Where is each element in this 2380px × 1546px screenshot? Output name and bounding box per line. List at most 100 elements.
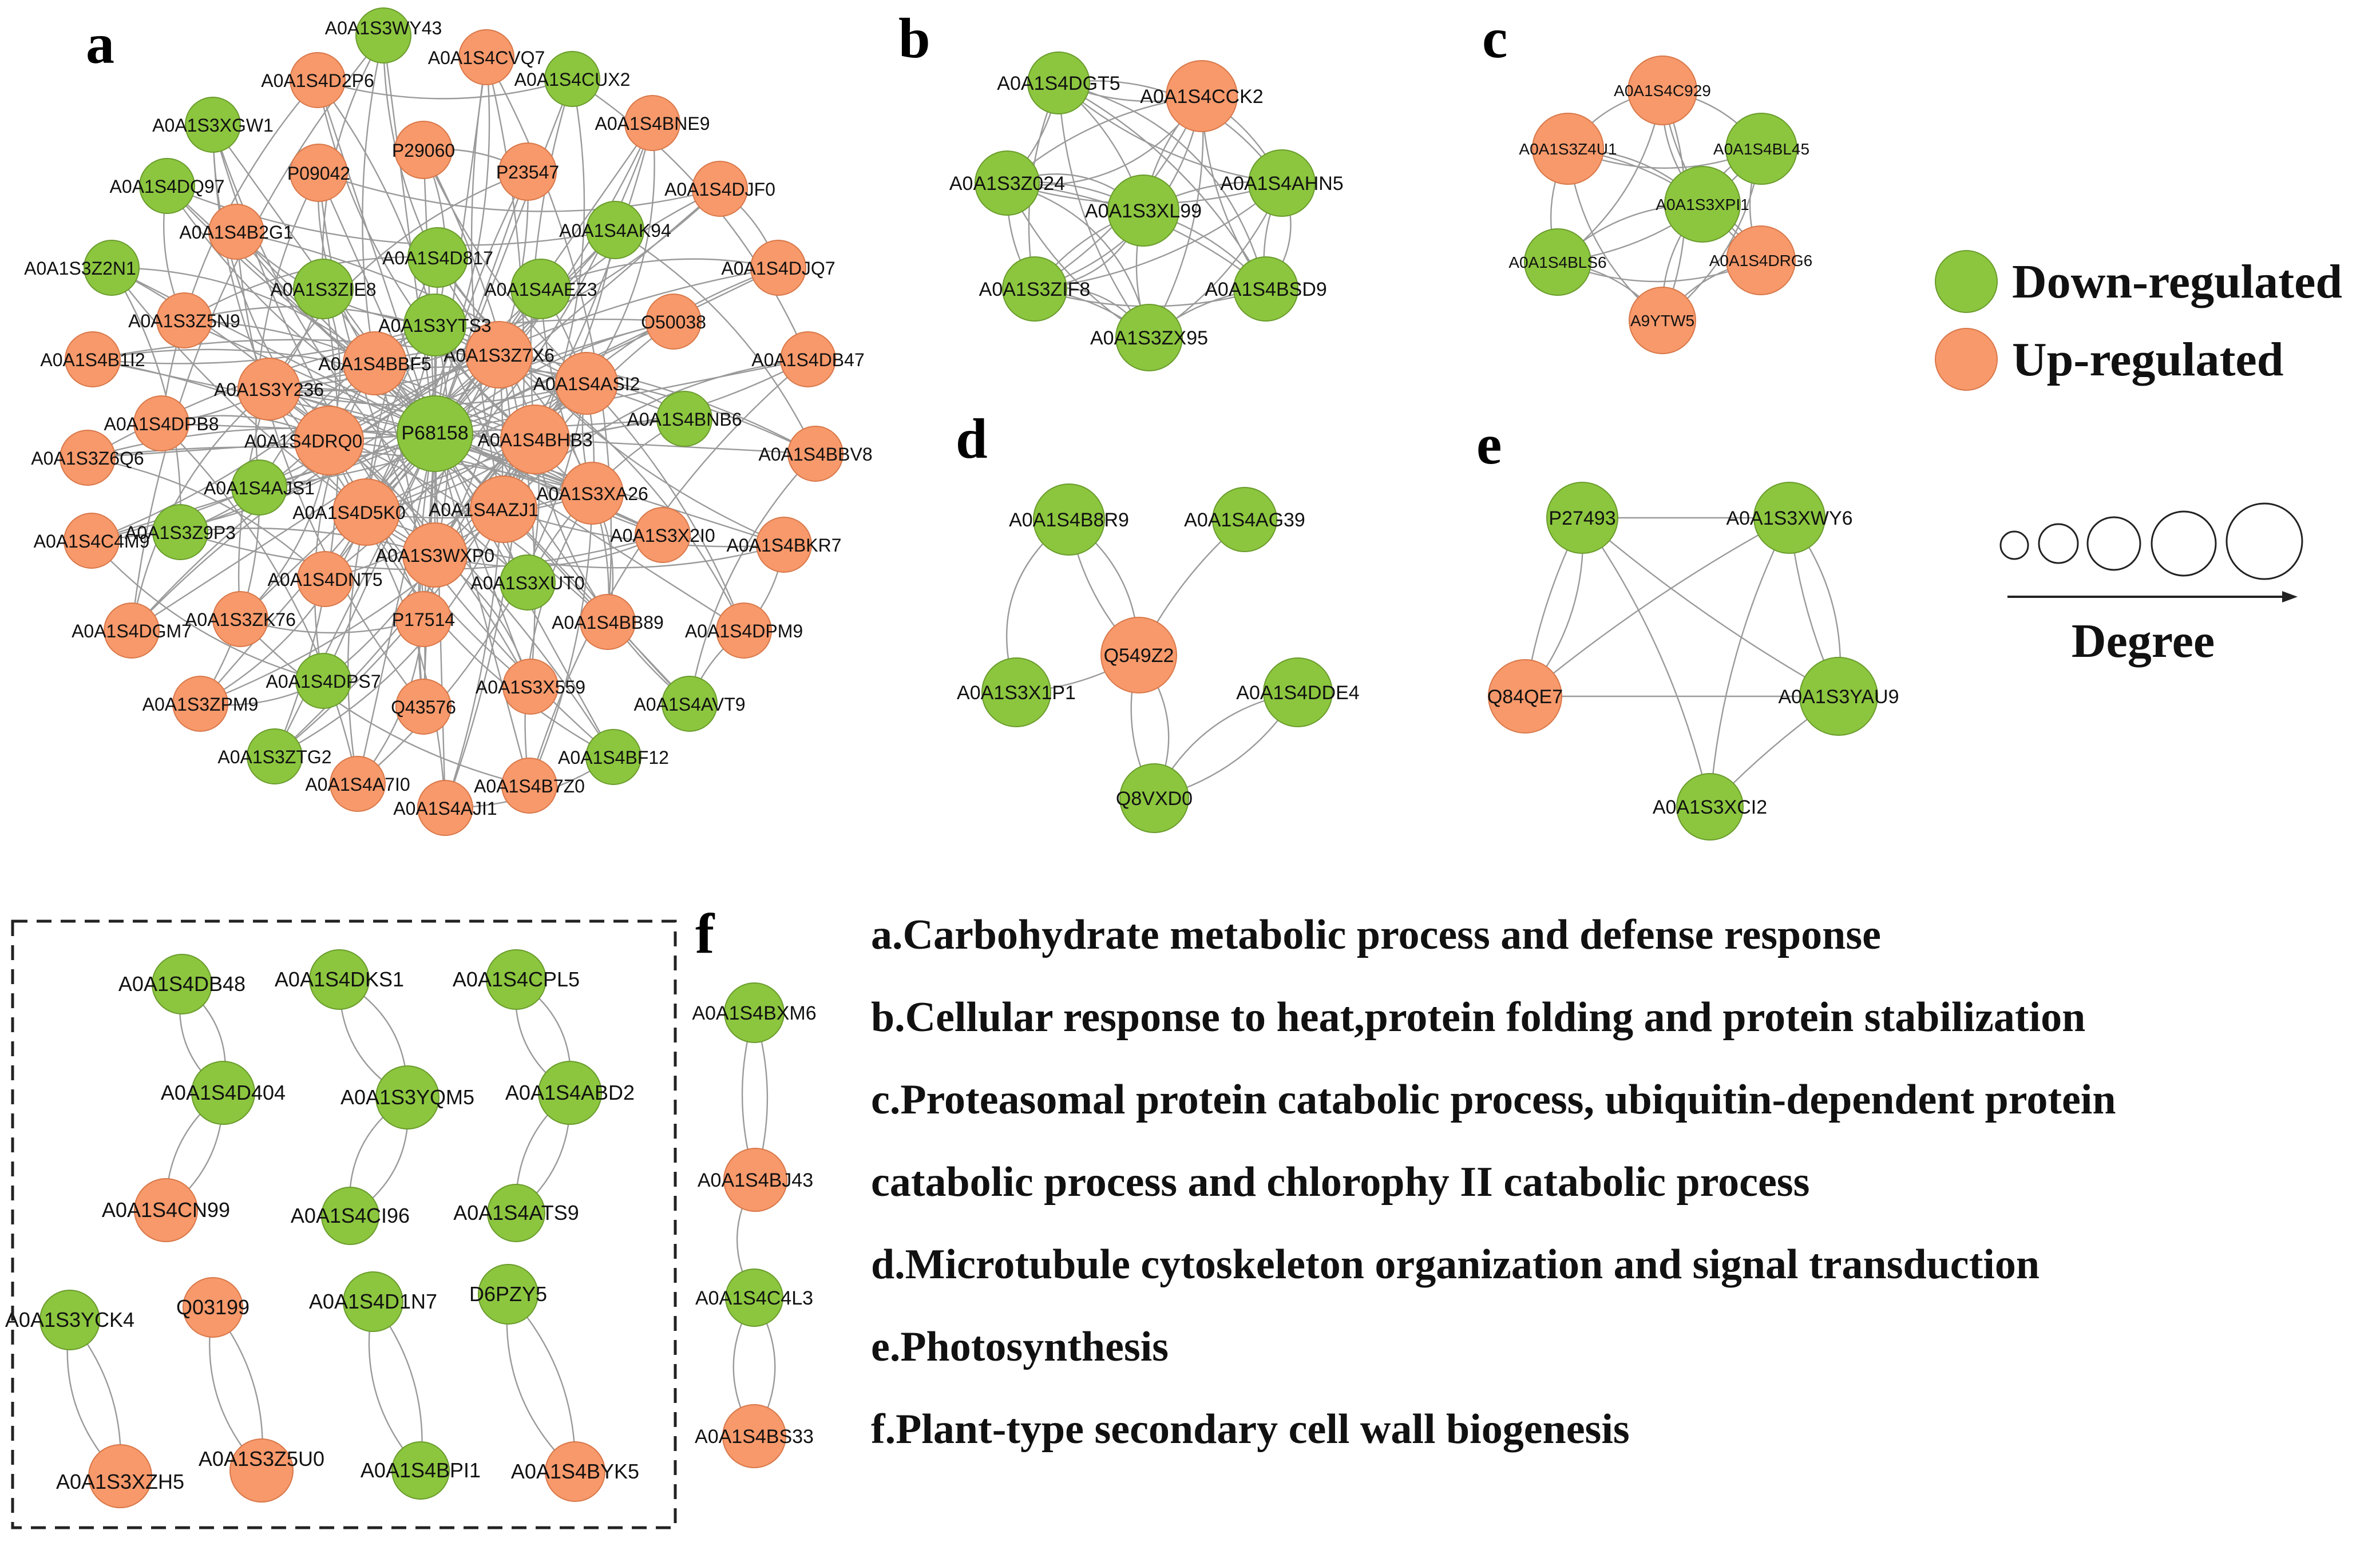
node-a0a1s4b2g1: A0A1S4B2G1	[179, 204, 294, 260]
node-label: P23547	[496, 162, 559, 183]
down-regulated-node	[981, 657, 1051, 727]
down-regulated-node	[1212, 487, 1277, 552]
degree-legend: Degree	[1999, 502, 2303, 668]
up-regulated-node	[60, 430, 116, 486]
node-label: A0A1S3XPI1	[1656, 196, 1749, 213]
node-label: A0A1S4BF12	[558, 747, 669, 768]
node-label: A0A1S4DQ97	[109, 176, 224, 197]
node-label: A0A1S3YCK4	[5, 1308, 134, 1331]
node-label: A0A1S4B7Z0	[474, 776, 585, 796]
node-label: Q549Z2	[1104, 645, 1174, 667]
node-label: A0A1S4A7I0	[305, 774, 410, 795]
node-a9ytw5: A9YTW5	[1629, 287, 1696, 354]
up-regulated-node	[402, 522, 468, 588]
edge	[316, 80, 436, 434]
node-a0a1s4d2p6: A0A1S4D2P6	[261, 52, 374, 108]
node-q03199: Q03199	[176, 1277, 250, 1338]
down-regulated-node	[343, 1271, 403, 1332]
node-label: A0A1S3XL99	[1085, 200, 1202, 222]
down-regulated-node	[152, 504, 208, 560]
edge	[161, 423, 359, 784]
node-a0a1s4aji1: A0A1S4AJI1	[393, 780, 497, 836]
node-p27493: P27493	[1546, 482, 1618, 554]
node-a0a1s3zie8: A0A1S3ZIE8	[271, 259, 377, 319]
edge	[362, 35, 385, 364]
up-regulated-node	[133, 395, 189, 451]
panel-letter-e: e	[1476, 413, 1502, 476]
node-a0a1s4d5k0: A0A1S4D5K0	[292, 478, 406, 546]
node-a0a1s3yck4: A0A1S3YCK4	[5, 1290, 134, 1350]
up-regulated-node	[1166, 60, 1238, 132]
node-a0a1s4dq97: A0A1S4DQ97	[109, 158, 225, 214]
edge	[615, 229, 817, 454]
edge	[444, 354, 504, 808]
node-label: A0A1S3X1P1	[957, 682, 1076, 704]
down-regulated-node	[538, 1061, 602, 1125]
node-label: A0A1S4DPS7	[266, 671, 381, 692]
node-a0a1s3xut0: A0A1S3XUT0	[470, 554, 585, 611]
node-a0a1s4bsd9: A0A1S4BSD9	[1205, 256, 1327, 322]
down-regulated-node	[1248, 149, 1316, 217]
up-regulated-node	[780, 331, 836, 387]
description-c-line2: catabolic process and chlorophy II catab…	[871, 1159, 1809, 1206]
panel-letter-a: a	[86, 12, 114, 76]
down-regulated-node	[355, 7, 411, 64]
edge	[1058, 82, 1267, 290]
node-a0a1s3yts3: A0A1S3YTS3	[378, 294, 492, 356]
node-label: A0A1S3X559	[476, 677, 585, 697]
node-label: A0A1S3XWY6	[1726, 508, 1852, 529]
node-label: A0A1S4D404	[161, 1081, 286, 1104]
edge	[434, 433, 530, 786]
node-label: A0A1S4BL45	[1713, 140, 1809, 158]
down-regulated-node	[139, 158, 195, 214]
panel-letter-f: f	[695, 902, 715, 965]
legend-up-label: Up-regulated	[2012, 333, 2283, 386]
degree-circle-4	[2151, 510, 2217, 577]
down-regulated-node	[544, 51, 600, 107]
node-a0a1s4dpb8: A0A1S4DPB8	[104, 395, 219, 451]
edge	[91, 540, 324, 682]
node-label: A0A1S4B1I2	[40, 350, 145, 370]
node-label: A0A1S4C4M9	[34, 531, 150, 552]
node-a0a1s4b7z0: A0A1S4B7Z0	[474, 758, 585, 814]
node-label: A0A1S3XCI2	[1653, 796, 1767, 818]
edge	[258, 324, 435, 488]
node-a0a1s4cvq7: A0A1S4CVQ7	[428, 29, 545, 85]
edge	[180, 528, 435, 556]
node-label: A0A1S4CVQ7	[428, 47, 545, 68]
node-label: A0A1S3ZX95	[1090, 327, 1208, 349]
node-label: A0A1S4BB89	[552, 612, 664, 633]
node-a0a1s4bbv8: A0A1S4BBV8	[758, 426, 873, 482]
node-label: A0A1S4DRG6	[1709, 252, 1813, 269]
down-regulated-node	[586, 201, 644, 259]
description-b: b.Cellular response to heat,protein fold…	[871, 994, 2085, 1041]
down-regulated-node	[1725, 113, 1797, 185]
edge	[498, 354, 816, 455]
edge	[318, 172, 720, 212]
node-label: A0A1S4AG39	[1184, 509, 1305, 531]
node-a0a1s3y236: A0A1S3Y236	[214, 358, 324, 421]
up-regulated-node	[417, 780, 473, 836]
node-label: A0A1S3ZIF8	[979, 279, 1091, 300]
node-label: Q03199	[176, 1295, 250, 1319]
node-a0a1s3z4u1: A0A1S3Z4U1	[1519, 113, 1617, 185]
node-label: A0A1S4C4L3	[695, 1287, 813, 1309]
edge	[528, 493, 593, 786]
node-a0a1s3xzh5: A0A1S3XZH5	[56, 1444, 184, 1508]
up-regulated-node	[555, 352, 618, 415]
node-a0a1s3z9p3: A0A1S3Z9P3	[125, 504, 236, 560]
node-label: A0A1S3YTS3	[378, 315, 491, 336]
edge	[317, 78, 573, 100]
node-a0a1s4dgt5: A0A1S4DGT5	[997, 51, 1120, 114]
node-a0a1s4azj1: A0A1S4AZJ1	[429, 475, 538, 543]
edge	[87, 433, 435, 459]
node-a0a1s3ztg2: A0A1S3ZTG2	[217, 728, 332, 784]
node-label: A0A1S4DPM9	[685, 621, 803, 641]
node-label: A0A1S3WXP0	[375, 545, 494, 566]
node-a0a1s3z5n9: A0A1S3Z5N9	[128, 292, 240, 348]
up-regulated-node	[297, 551, 353, 607]
down-regulated-node	[1524, 228, 1591, 296]
edge	[130, 389, 270, 631]
node-a0a1s4ahn5: A0A1S4AHN5	[1220, 149, 1344, 217]
